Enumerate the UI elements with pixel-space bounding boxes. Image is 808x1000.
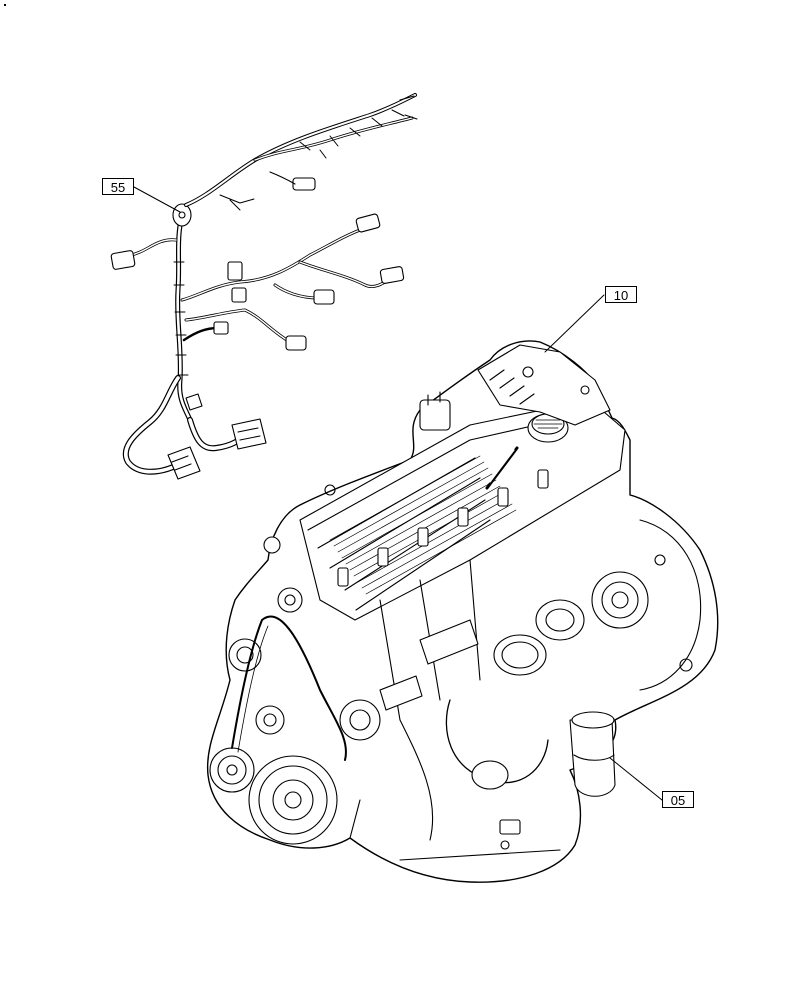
wiring-harness[interactable]	[110, 93, 418, 480]
engine-assembly[interactable]	[206, 340, 719, 883]
callout-ecu[interactable]: 10	[605, 286, 637, 303]
callout-harness[interactable]: 55	[102, 178, 134, 195]
corner-mark	[4, 4, 6, 6]
callout-leaders	[133, 186, 663, 801]
callout-filter[interactable]: 05	[662, 791, 694, 808]
